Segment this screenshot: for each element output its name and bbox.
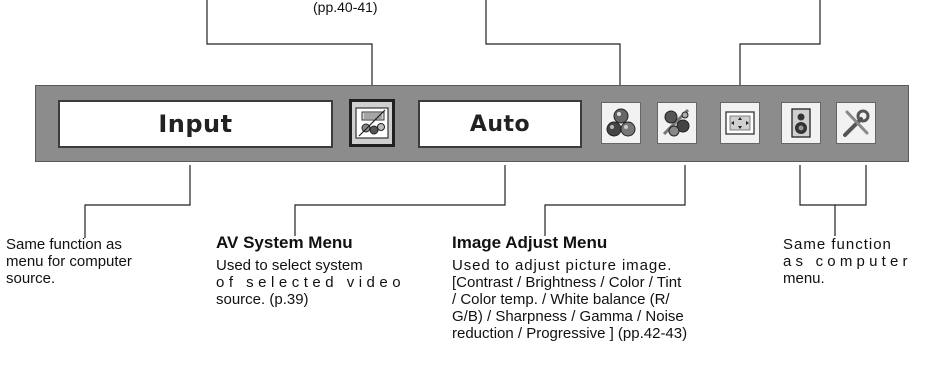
menu-toolbar: Input Auto xyxy=(35,85,909,162)
av-system-caption-line: source. (p.39) xyxy=(216,291,309,308)
speaker-icon xyxy=(784,106,818,140)
image-adjust-caption-line: / Color temp. / White balance (R/ xyxy=(452,291,670,308)
tools-icon xyxy=(839,106,873,140)
color-balls-icon xyxy=(604,106,638,140)
image-adjust-button[interactable] xyxy=(657,102,697,144)
computer-caption-line: menu. xyxy=(783,270,825,287)
av-system-caption-line: Used to select system xyxy=(216,257,363,274)
image-adjust-caption-line: G/B) / Sharpness / Gamma / Noise xyxy=(452,308,684,325)
computer-caption-line: Same function xyxy=(783,236,892,253)
screen-arrows-icon xyxy=(723,106,757,140)
setting-button[interactable] xyxy=(836,102,876,144)
image-select-button[interactable] xyxy=(601,102,641,144)
input-caption-line: menu for computer xyxy=(6,253,132,270)
av-system-menu-button[interactable] xyxy=(349,99,395,147)
video-source-icon xyxy=(353,104,391,142)
input-caption: Same function as menu for computer sourc… xyxy=(6,236,181,287)
system-field[interactable]: Auto xyxy=(418,100,582,148)
image-adjust-caption-line: reduction / Progressive ] (pp.42-43) xyxy=(452,325,688,342)
image-adjust-caption-line: [Contrast / Brightness / Color / Tint xyxy=(452,274,682,291)
computer-caption: Same function as computer menu. xyxy=(783,236,928,287)
screen-button[interactable] xyxy=(720,102,760,144)
image-adjust-heading: Image Adjust Menu xyxy=(452,233,608,252)
input-caption-line: source. xyxy=(6,270,56,287)
computer-caption-line: as computer xyxy=(783,253,912,270)
av-system-caption-line: of selected video xyxy=(216,274,406,291)
av-system-caption: AV System Menu Used to select system of … xyxy=(216,234,406,308)
palette-icon xyxy=(660,106,694,140)
input-field[interactable]: Input xyxy=(58,100,333,148)
av-system-heading: AV System Menu xyxy=(216,233,353,252)
image-adjust-caption-line: Used to adjust picture image. xyxy=(452,257,673,274)
input-caption-line: Same function as xyxy=(6,236,122,253)
page-reference-note: (pp.40-41) xyxy=(313,0,378,15)
sound-button[interactable] xyxy=(781,102,821,144)
image-adjust-caption: Image Adjust Menu Used to adjust picture… xyxy=(452,234,762,342)
